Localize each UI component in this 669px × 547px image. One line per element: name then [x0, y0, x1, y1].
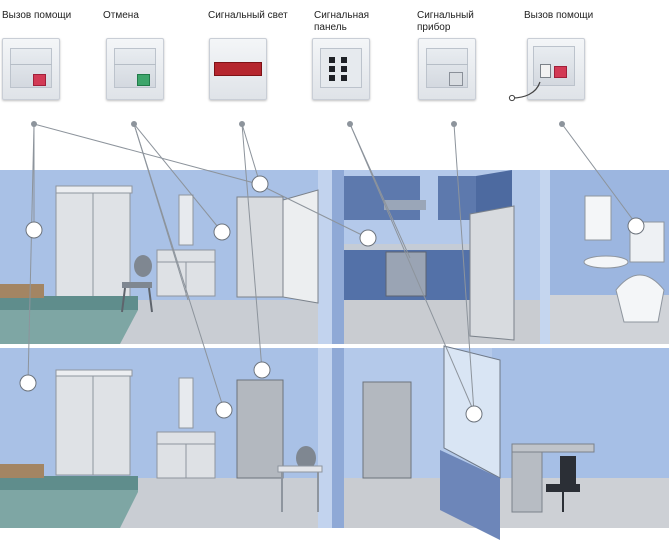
call-button-switch	[2, 38, 60, 100]
label-signal-device: Сигнальный прибор	[417, 10, 474, 33]
green-cancel-button-icon	[137, 74, 150, 86]
label-signal-light: Сигнальный свет	[208, 10, 288, 21]
call-button-cord-switch	[527, 38, 585, 100]
signal-light-switch	[209, 38, 267, 100]
label-cancel: Отмена	[103, 10, 139, 21]
signal-panel-switch	[312, 38, 370, 100]
pull-cord-call-button-icon	[554, 66, 567, 78]
cancel-switch	[106, 38, 164, 100]
signal-device-icon	[449, 72, 463, 86]
red-signal-light-icon	[214, 62, 262, 76]
signal-device-switch	[418, 38, 476, 100]
label-signal-panel: Сигнальная панель	[314, 10, 370, 33]
label-call-button: Вызов помощи	[2, 10, 72, 21]
red-call-button-icon	[33, 74, 46, 86]
dot-panel-icon	[329, 57, 353, 81]
label-call-button-cord: Вызов помощи	[524, 10, 594, 21]
